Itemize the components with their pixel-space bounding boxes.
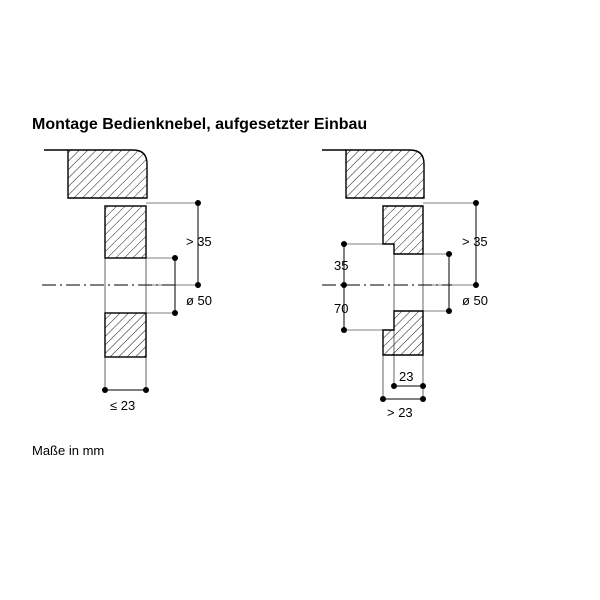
right-panel-lower — [382, 310, 424, 356]
right-countertop — [345, 149, 425, 199]
left-drawing: > 35 ø 50 ≤ 23 — [42, 149, 212, 413]
left-panel-upper — [104, 205, 147, 259]
left-clearance-label: > 35 — [186, 234, 212, 249]
right-panel-upper — [382, 205, 424, 255]
right-outer-width-label: > 23 — [387, 405, 413, 420]
left-countertop — [67, 149, 148, 199]
right-upper-recess-label: 35 — [334, 258, 348, 273]
left-thickness-label: ≤ 23 — [110, 398, 135, 413]
page-title: Montage Bedienknebel, aufgesetzter Einba… — [32, 116, 368, 133]
left-panel-lower — [104, 312, 147, 358]
right-inner-width-label: 23 — [399, 369, 413, 384]
units-note: Maße in mm — [32, 443, 105, 458]
right-clearance-label: > 35 — [462, 234, 488, 249]
right-lower-recess-label: 70 — [334, 301, 348, 316]
left-diameter-label: ø 50 — [186, 293, 212, 308]
right-diameter-label: ø 50 — [462, 293, 488, 308]
right-drawing: > 35 ø 50 35 70 23 > 23 — [322, 149, 488, 420]
